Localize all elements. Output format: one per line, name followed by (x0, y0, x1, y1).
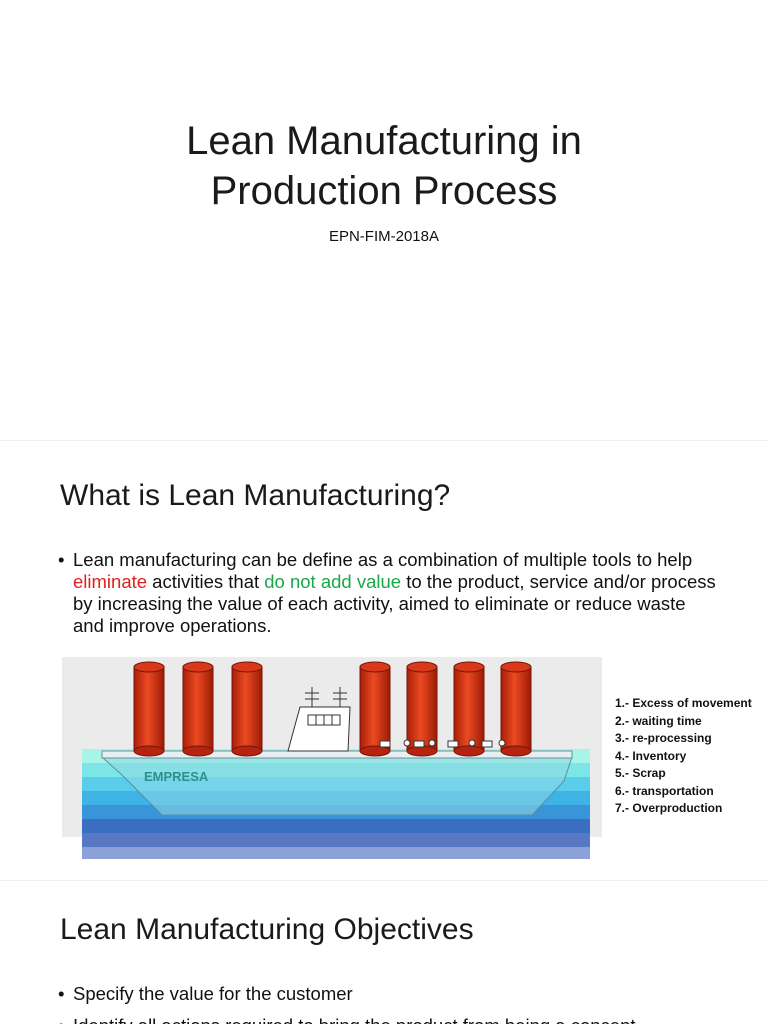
water-band (82, 847, 590, 859)
definition-bullet: Lean manufacturing can be define as a co… (58, 549, 718, 637)
waste-item: 6.- transportation (615, 783, 714, 798)
title-line-1: Lean Manufacturing in (186, 119, 582, 163)
cargo-cylinder (500, 661, 532, 757)
cargo-cylinder (133, 661, 165, 757)
ship-label: EMPRESA (144, 769, 209, 784)
water-band (82, 819, 590, 833)
bullet-text-part-2: activities that (147, 571, 265, 592)
cargo-cylinder (359, 661, 391, 757)
title-slide: Lean Manufacturing in Production Process… (0, 0, 768, 440)
waste-item: 1.- Excess of movement (615, 696, 752, 710)
slide-heading: Lean Manufacturing Objectives (60, 913, 474, 946)
cargo-cylinder (182, 661, 214, 757)
cargo-cylinder (453, 661, 485, 757)
deck-workers (379, 739, 506, 748)
title-line-2: Production Process (210, 169, 558, 213)
water-band (82, 833, 590, 847)
waste-item: 4.- Inventory (615, 748, 687, 763)
highlight-eliminate: eliminate (73, 571, 148, 592)
highlight-no-value: do not add value (264, 571, 402, 592)
cargo-cylinder (406, 661, 438, 757)
objective-bullet: Identify all actions required to bring t… (58, 1015, 718, 1024)
cargo-cylinder (231, 661, 263, 757)
waste-item: 2.- waiting time (615, 713, 702, 728)
presentation-title: Lean Manufacturing in Production Process (0, 116, 768, 216)
definition-slide: What is Lean Manufacturing? Lean manufac… (0, 440, 768, 880)
waste-item: 3.- re-processing (615, 731, 712, 745)
ship-waste-illustration: EMPRESA (62, 657, 602, 859)
waste-list: 1.- Excess of movement 2.- waiting time … (615, 695, 752, 818)
objective-bullet: Specify the value for the customer (58, 983, 718, 1005)
slide-heading: What is Lean Manufacturing? (60, 479, 451, 512)
waste-item: 5.- Scrap (615, 766, 666, 780)
bullet-text-part-1: Lean manufacturing can be define as a co… (73, 549, 693, 570)
presentation-subtitle: EPN-FIM-2018A (328, 228, 440, 245)
bullet-text-part-3: to the product, service and/or process b… (73, 571, 716, 636)
ship-hull (100, 756, 573, 816)
waste-item: 7.- Overproduction (615, 801, 723, 815)
objectives-slide: Lean Manufacturing Objectives Specify th… (0, 880, 768, 1024)
